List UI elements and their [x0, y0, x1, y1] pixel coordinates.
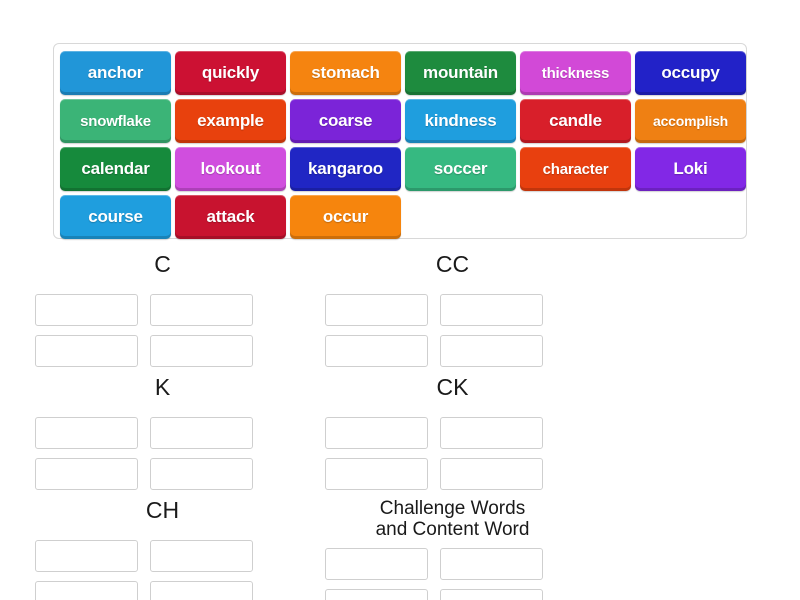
category-column: Challenge Words and Content Word [325, 498, 580, 600]
category-title: CH [145, 497, 180, 523]
drop-slot[interactable] [35, 458, 138, 490]
drop-slot[interactable] [35, 294, 138, 326]
category-slot-grid [35, 294, 290, 367]
word-tile[interactable]: Loki [635, 147, 746, 191]
category-slot-grid [325, 547, 580, 600]
word-tile[interactable]: character [520, 147, 631, 191]
category-column: K [35, 374, 290, 490]
drop-slot[interactable] [150, 581, 253, 600]
drop-slot[interactable] [150, 540, 253, 572]
word-tile[interactable]: example [175, 99, 286, 143]
word-tile[interactable]: kindness [405, 99, 516, 143]
word-tile[interactable]: kangaroo [290, 147, 401, 191]
drop-slot[interactable] [35, 540, 138, 572]
drop-slot[interactable] [325, 458, 428, 490]
drop-slot[interactable] [440, 458, 543, 490]
drop-slot[interactable] [325, 588, 428, 600]
drop-slot[interactable] [440, 294, 543, 326]
word-tile[interactable]: candle [520, 99, 631, 143]
word-tile[interactable]: coarse [290, 99, 401, 143]
drop-slot[interactable] [440, 588, 543, 600]
drop-slot[interactable] [35, 581, 138, 600]
word-tile[interactable]: mountain [405, 51, 516, 95]
category-slot-grid [35, 540, 290, 600]
category-title: CK [436, 374, 469, 400]
category-title: CC [435, 251, 470, 277]
word-tile[interactable]: occur [290, 195, 401, 239]
word-tile[interactable]: accomplish [635, 99, 746, 143]
drop-slot[interactable] [440, 335, 543, 367]
category-slot-grid [35, 417, 290, 490]
drop-slot[interactable] [440, 417, 543, 449]
drop-slot[interactable] [150, 417, 253, 449]
category-column: CH [35, 497, 290, 600]
word-tile[interactable]: quickly [175, 51, 286, 95]
drop-slot[interactable] [325, 547, 428, 580]
category-title: K [154, 374, 171, 400]
drop-slot[interactable] [325, 335, 428, 367]
word-tile[interactable]: anchor [60, 51, 171, 95]
drop-slot[interactable] [150, 458, 253, 490]
category-title: Challenge Words and Content Word [375, 498, 530, 541]
word-tile[interactable]: stomach [290, 51, 401, 95]
drop-slot[interactable] [325, 417, 428, 449]
word-tile[interactable]: lookout [175, 147, 286, 191]
category-column: C [35, 251, 290, 367]
word-tile[interactable]: attack [175, 195, 286, 239]
drop-slot[interactable] [325, 294, 428, 326]
drop-slot[interactable] [150, 294, 253, 326]
category-column: CK [325, 374, 580, 490]
drop-slot[interactable] [35, 417, 138, 449]
drop-slot[interactable] [150, 335, 253, 367]
category-title: C [154, 251, 171, 277]
word-tile[interactable]: calendar [60, 147, 171, 191]
category-slot-grid [325, 417, 580, 490]
category-slot-grid [325, 294, 580, 367]
drop-slot[interactable] [440, 547, 543, 580]
word-tile[interactable]: occupy [635, 51, 746, 95]
word-tile[interactable]: course [60, 195, 171, 239]
word-tile[interactable]: snowflake [60, 99, 171, 143]
drop-slot[interactable] [35, 335, 138, 367]
word-tile[interactable]: soccer [405, 147, 516, 191]
word-tile[interactable]: thickness [520, 51, 631, 95]
category-column: CC [325, 251, 580, 367]
